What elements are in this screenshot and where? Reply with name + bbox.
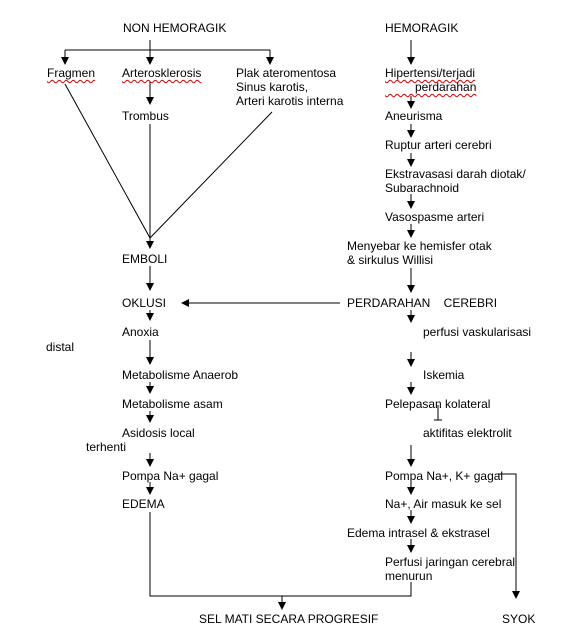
- node-menyebar: Menyebar ke hemisfer otak & sirkulus Wil…: [347, 239, 492, 267]
- node-sel-mati: SEL MATI SECARA PROGRESIF: [199, 612, 379, 626]
- node-edema: EDEMA: [122, 497, 165, 511]
- line-perfusi-selmati: [282, 582, 412, 597]
- node-trombus: Trombus: [122, 109, 169, 123]
- node-na-air-masuk: Na+, Air masuk ke sel: [385, 497, 502, 511]
- node-pompa-gagal-left: Pompa Na+ gagal: [122, 469, 219, 483]
- node-edema-intrasel: Edema intrasel & ekstrasel: [347, 526, 490, 540]
- node-arterosklerosis: Arterosklerosis: [122, 66, 202, 80]
- node-perfusi-jaringan: Perfusi jaringan cerebral menurun: [385, 555, 516, 583]
- node-plak-ateromentosa: Plak ateromentosa Sinus karotis, Arteri …: [236, 66, 344, 108]
- node-vasospasme: Vasospasme arteri: [385, 210, 485, 224]
- node-perdarahan-cerebri: PERDARAHAN CEREBRI: [347, 296, 498, 310]
- label-terhenti: terhenti: [86, 440, 127, 454]
- node-oklusi: OKLUSI: [122, 296, 167, 310]
- line-plak-emboli: [149, 111, 273, 239]
- node-syok: SYOK: [502, 612, 536, 626]
- node-ruptur: Ruptur arteri cerebri: [385, 138, 492, 152]
- node-asidosis-local: Asidosis local: [122, 426, 195, 440]
- line-pompa-syok: [498, 473, 520, 599]
- node-pompa-gagal-right: Pompa Na+, K+ gagal: [385, 469, 504, 483]
- node-fragmen: Fragmen: [47, 66, 96, 80]
- node-anoxia: Anoxia: [122, 325, 159, 339]
- node-hemoragik: HEMORAGIK: [385, 21, 459, 35]
- node-aktifitas-elektrolit: aktifitas elektrolit: [423, 426, 512, 440]
- node-perfusi-vaskularisasi: perfusi vaskularisasi: [423, 325, 532, 339]
- node-aneurisma: Aneurisma: [385, 109, 443, 123]
- node-metabolisme-anaerob: Metabolisme Anaerob: [122, 368, 239, 382]
- node-hipertensi: Hipertensi/terjadi perdarahan: [385, 66, 477, 94]
- node-ekstravasasi: Ekstravasasi darah diotak/ Subarachnoid: [385, 167, 526, 195]
- line-edema-selmati: [149, 512, 282, 597]
- node-emboli: EMBOLI: [122, 252, 168, 266]
- node-pelepasan-kolateral: Pelepasan kolateral: [385, 397, 491, 411]
- line-fragmen-emboli: [64, 83, 151, 239]
- label-distal: distal: [46, 340, 75, 354]
- node-iskemia: Iskemia: [423, 368, 465, 382]
- node-metabolisme-asam: Metabolisme asam: [122, 397, 223, 411]
- node-non-hemoragik: NON HEMORAGIK: [123, 21, 227, 35]
